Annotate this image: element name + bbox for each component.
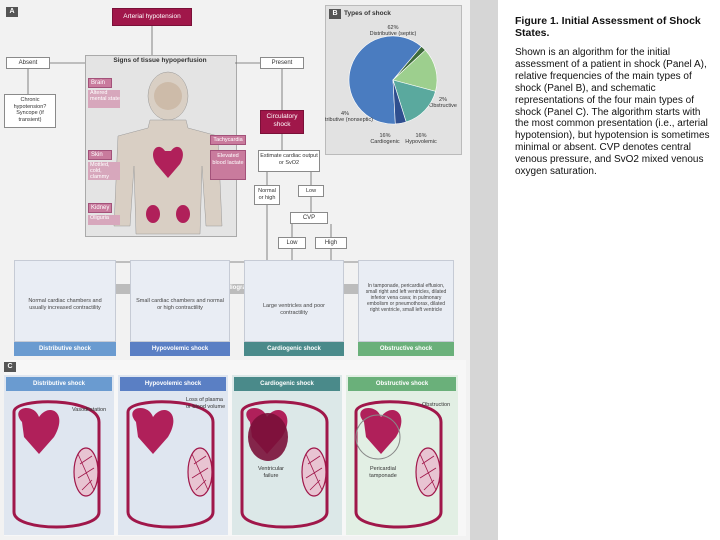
arterial-hypotension-box: Arterial hypotension <box>112 8 192 26</box>
c-annot-tamponade: Pericardial tamponade <box>369 466 397 479</box>
finding-obstructive: In tamponade, pericardial effusion, smal… <box>365 283 447 313</box>
finding-hypovolemic: Small cardiac chambers and normal or hig… <box>136 298 224 311</box>
caption-title: Figure 1. Initial Assessment of Shock St… <box>515 15 701 40</box>
pie-percent-label: 62% <box>387 25 398 31</box>
c-header-cardiogenic: Cardiogenic shock <box>234 377 340 391</box>
cvp-box: CVP <box>290 212 328 224</box>
kidney-label: Kidney <box>88 203 112 213</box>
finding-col-cardiogenic <box>244 260 344 342</box>
finding-cardiogenic: Large ventricles and poor contractility <box>262 303 326 316</box>
pie-category-label: Distributive (nonseptic) <box>325 117 373 123</box>
low-top-box: Low <box>298 185 324 197</box>
pie-category-label: Cardiogenic <box>370 139 400 145</box>
pie-percent-label: 16% <box>379 133 390 139</box>
finding-distributive: Normal cardiac chambers and usually incr… <box>28 298 102 311</box>
figure-caption: Figure 1. Initial Assessment of Shock St… <box>515 15 715 178</box>
estimate-box: Estimate cardiac output or SvO2 <box>258 150 320 172</box>
pie-percent-label: 2% <box>439 97 447 103</box>
panel-c-label: C <box>4 362 16 372</box>
caption-body: Shown is an algorithm for the initial as… <box>515 47 710 178</box>
chronic-hypotension-box: Chronic hypotension? Syncope (if transie… <box>4 94 56 128</box>
normal-high-box: Normal or high <box>254 185 280 205</box>
absent-box: Absent <box>6 57 50 69</box>
type-distributive: Distributive shock <box>14 342 116 356</box>
skin-sub: Mottled, cold, clammy <box>88 162 120 180</box>
high-box: High <box>315 237 347 249</box>
c-annot-volume-loss: Loss of plasma or blood volume <box>186 397 226 410</box>
finding-col-obstructive <box>358 260 454 342</box>
pie-slice-distributive-septic <box>348 35 422 125</box>
brain-label: Brain <box>88 78 112 88</box>
type-cardiogenic: Cardiogenic shock <box>244 342 344 356</box>
pie-slice-cardiogenic <box>392 79 436 123</box>
echocardiography-label: Echocardiography <box>203 285 257 291</box>
type-hypovolemic: Hypovolemic shock <box>130 342 230 356</box>
figure-panel: A Arterial hypotension Signs of tissue h… <box>0 0 470 540</box>
skin-label: Skin <box>88 150 112 160</box>
pie-slice-hypovolemic <box>392 49 438 92</box>
echo-band <box>14 284 454 294</box>
circulatory-shock-box: Circulatory shock <box>260 110 304 134</box>
pie-category-label: Distributive (septic) <box>370 31 417 37</box>
types-of-shock-pie: 62%Distributive (septic) 2%Obstructive 16%… <box>325 25 457 145</box>
finding-col-distributive <box>14 260 116 342</box>
c-header-obstructive: Obstructive shock <box>348 377 456 391</box>
signs-title: Signs of tissue hypoperfusion <box>113 57 207 64</box>
panel-b-label: B <box>329 9 341 19</box>
c-header-hypovolemic: Hypovolemic shock <box>120 377 226 391</box>
low-box: Low <box>278 237 306 249</box>
pie-slice-distributive-nonseptic <box>392 79 407 125</box>
kidney-sub: Oliguria <box>88 215 120 225</box>
panel-b-title: Types of shock <box>344 10 391 17</box>
pie-percent-label: 4% <box>341 111 349 117</box>
body-illustration <box>113 71 223 235</box>
c-header-distributive: Distributive shock <box>6 377 112 391</box>
pie-percent-label: 16% <box>415 133 426 139</box>
pie-category-label: Hypovolemic <box>405 139 437 145</box>
tachycardia-label: Tachycardia <box>210 135 246 145</box>
finding-col-hypovolemic <box>130 260 230 342</box>
c-annot-ventricular-failure: Ventricular failure <box>258 466 284 479</box>
c-annot-obstruction: Obstruction <box>422 402 451 408</box>
circulation-schematics <box>12 400 443 529</box>
pie-category-label: Obstructive <box>429 103 457 109</box>
lactate-label: Elevated blood lactate <box>210 150 246 180</box>
page-gutter <box>470 0 498 540</box>
type-obstructive: Obstructive shock <box>358 342 454 356</box>
brain-sub: Altered mental state <box>88 90 120 108</box>
present-box: Present <box>260 57 304 69</box>
panel-a-label: A <box>6 7 18 17</box>
c-annot-vasodilatation: Vasodilatation <box>72 407 107 413</box>
